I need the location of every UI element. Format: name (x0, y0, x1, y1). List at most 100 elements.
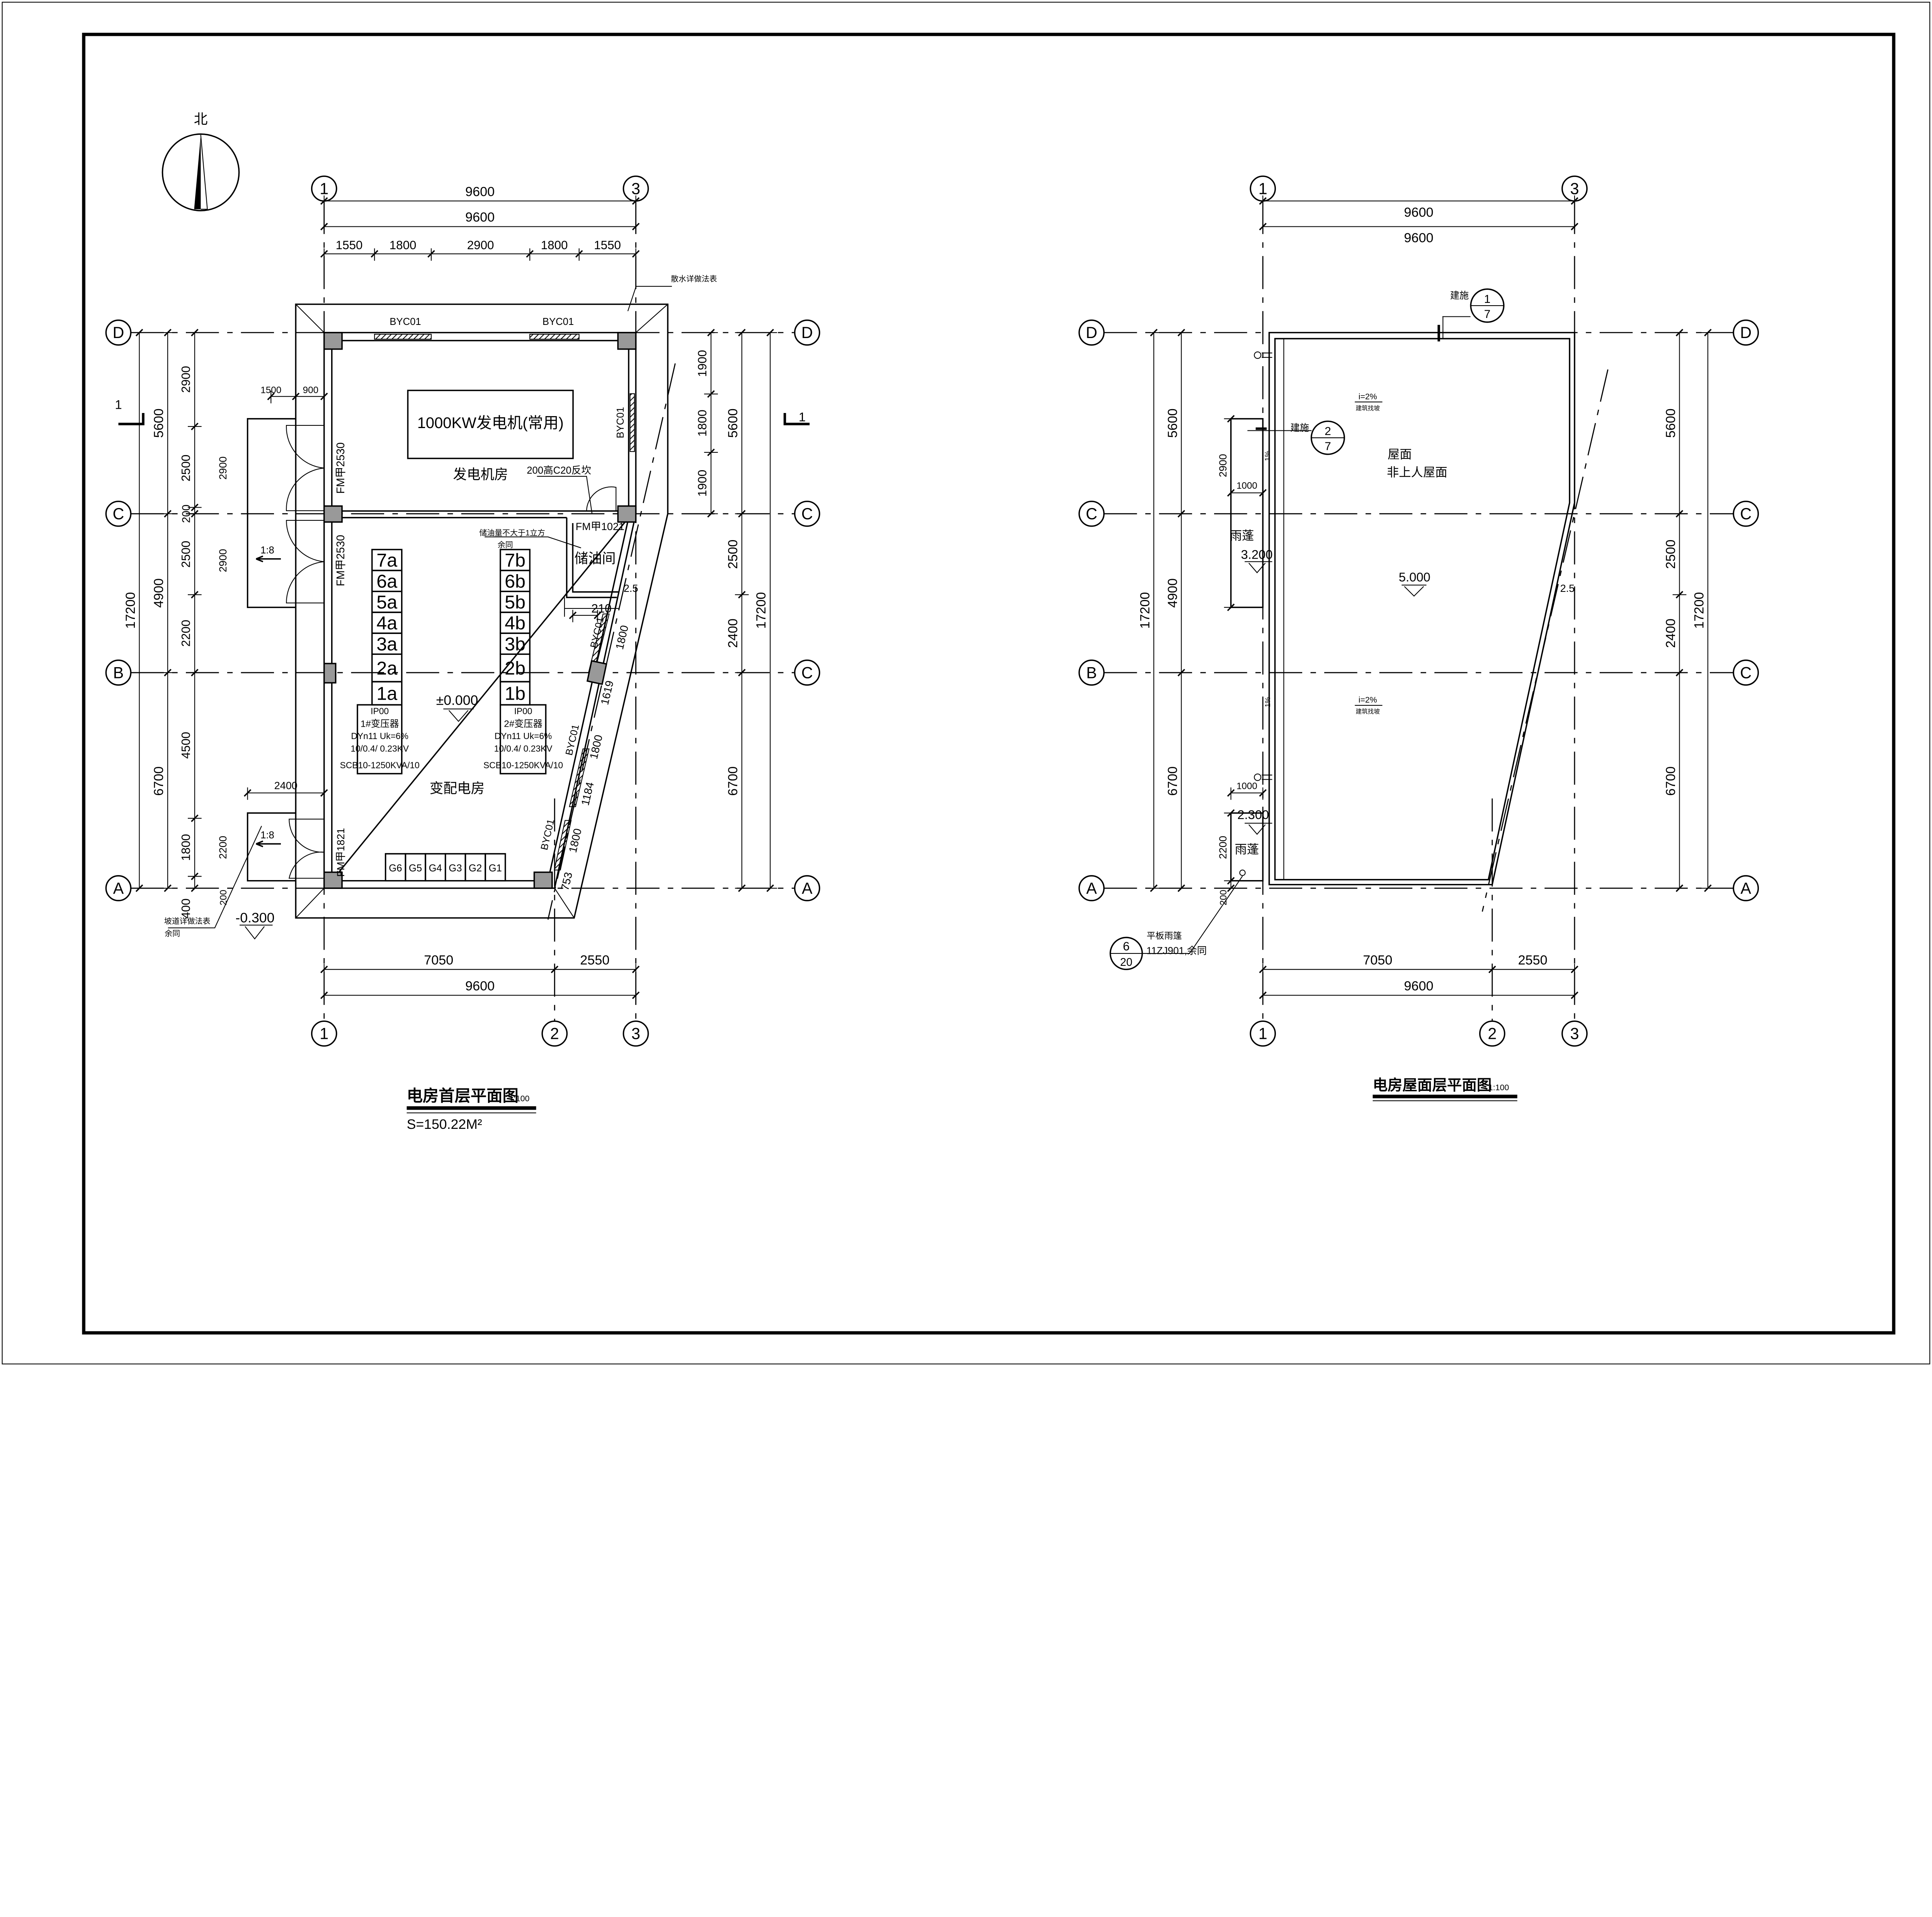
window-byc01 (374, 334, 432, 340)
dimension-label: IP00 (514, 706, 532, 716)
dimension-label: SCB10-1250KVA/10 (483, 760, 563, 770)
dimension-label: 10/0.4/ 0.23KV (350, 744, 409, 754)
dimension-label: 1800 (696, 410, 709, 437)
dimension-label: 1800 (567, 827, 584, 854)
dimension-label: 2500 (179, 541, 193, 568)
grid-label: 2 (550, 1025, 559, 1043)
dimension-label: 200 (1218, 890, 1229, 905)
dimension-label: 17200 (1138, 592, 1153, 629)
north-arrow-icon (162, 133, 240, 211)
level-mark: 3.200 (1241, 547, 1273, 562)
canopy-label: 雨蓬 (1235, 843, 1259, 856)
window-byc01 (569, 748, 590, 807)
transformer-1 (357, 704, 403, 775)
dimension-label: 1800 (179, 834, 193, 861)
dimension-label: 1550 (594, 238, 621, 252)
grid-bubble: 2 (1479, 1020, 1505, 1047)
grid-bubble: 3 (622, 1020, 649, 1047)
detail-ref-label: 11ZJ901,余同 (1146, 945, 1207, 956)
grid-label: A (1086, 879, 1097, 897)
grid-label: C (1740, 505, 1752, 523)
grid-label: C (801, 664, 813, 681)
dimension-label: 1000 (1236, 481, 1257, 491)
generator-unit (407, 389, 574, 459)
ramp-upper (247, 418, 296, 608)
switchgear-label: 2a (376, 658, 397, 679)
switchgear-label: 5a (376, 592, 397, 613)
level-mark: -0.300 (235, 910, 274, 925)
grid-label: A (1740, 879, 1751, 897)
grid-bubble: A (1078, 875, 1105, 901)
grid-label: 3 (631, 180, 640, 197)
drawing-scale: 1:100 (1488, 1083, 1509, 1092)
dimension-label: SCB10-1250KVA/10 (340, 760, 420, 770)
dimension-label: 400 (179, 899, 193, 919)
grid-bubble: D (794, 320, 820, 346)
grid-bubble: A (794, 875, 820, 901)
grid-label: C (1740, 664, 1752, 681)
window-tag: BYC01 (539, 818, 557, 851)
dimension-label: 2900 (467, 238, 494, 252)
roof-label: 非上人屋面 (1387, 466, 1447, 479)
dimension-label: 17200 (123, 592, 138, 629)
switchgear-label: 5b (505, 592, 526, 613)
switchgear-label: 1a (376, 683, 397, 704)
switchgear-label: 1b (505, 683, 526, 704)
dimension-label: 1 (1484, 293, 1491, 306)
grid-bubble: B (105, 659, 132, 686)
grid-bubble: 1 (1250, 1020, 1276, 1047)
grid-axes (131, 201, 795, 1021)
section-mark: 1 (799, 410, 806, 424)
dimension-label: 7050 (424, 953, 453, 967)
grid-label: A (113, 879, 124, 897)
dimension-label: 2550 (1518, 953, 1548, 967)
grid-label: 3 (631, 1025, 640, 1043)
g-panel (485, 853, 506, 882)
dimension-label: 建筑找坡 (1355, 708, 1380, 715)
room-label: 储油间 (575, 551, 616, 566)
dimension-label: 9600 (1404, 979, 1434, 993)
dimension-label: 9600 (465, 979, 495, 993)
dimension-label: 2.5 (1560, 582, 1575, 594)
grid-label: B (113, 664, 124, 681)
grid-bubble: 3 (1561, 175, 1588, 202)
g-panel-label: G4 (429, 863, 442, 874)
grid-bubble: B (1078, 659, 1105, 686)
dimension-label: 2500 (179, 455, 193, 482)
dimension-label: 2500 (1663, 540, 1678, 569)
g-panel-label: G3 (449, 863, 462, 874)
dimension-label: DYn11 Uk=6% (495, 731, 552, 741)
dimension-label: 2 (1325, 425, 1331, 438)
dimension-label: 5600 (151, 408, 166, 438)
g-panel-label: G6 (389, 863, 402, 874)
dimension-label: 17200 (1692, 592, 1706, 629)
dimension-label: 5600 (1663, 408, 1678, 438)
title-frame (82, 32, 1896, 1335)
dimension-label: 6700 (1663, 766, 1678, 796)
dimension-label: 1184 (579, 781, 597, 807)
dimension-label: 17200 (754, 592, 769, 629)
window-tag: BYC01 (389, 316, 421, 327)
grid-bubble: D (1733, 320, 1759, 346)
grid-bubble: C (794, 659, 820, 686)
grid-label: 3 (1570, 180, 1579, 197)
note: 储油量不大于1立方 (479, 529, 545, 537)
dimension-label: 2#变压器 (504, 719, 543, 729)
drawing-title: 电房首层平面图 (407, 1087, 519, 1105)
generator-label: 1000KW发电机(常用) (417, 415, 564, 432)
switchgear-label: 3b (505, 634, 526, 654)
ramp-lower (247, 812, 296, 882)
dimension-label: 2.5 (624, 582, 638, 594)
grid-label: D (1086, 324, 1097, 342)
dimension-label: 7 (1484, 308, 1491, 321)
switchgear-label: 4b (505, 613, 526, 634)
section-mark: 1 (115, 397, 122, 411)
north-label: 北 (194, 112, 208, 127)
switchgear-label: 7b (505, 550, 526, 571)
dimension-label: 1800 (588, 734, 605, 760)
transformer-2 (500, 704, 547, 775)
grid-label: 1 (1259, 180, 1267, 197)
grid-bubble: 3 (1561, 1020, 1588, 1047)
dimension-label: 200 (218, 890, 229, 905)
